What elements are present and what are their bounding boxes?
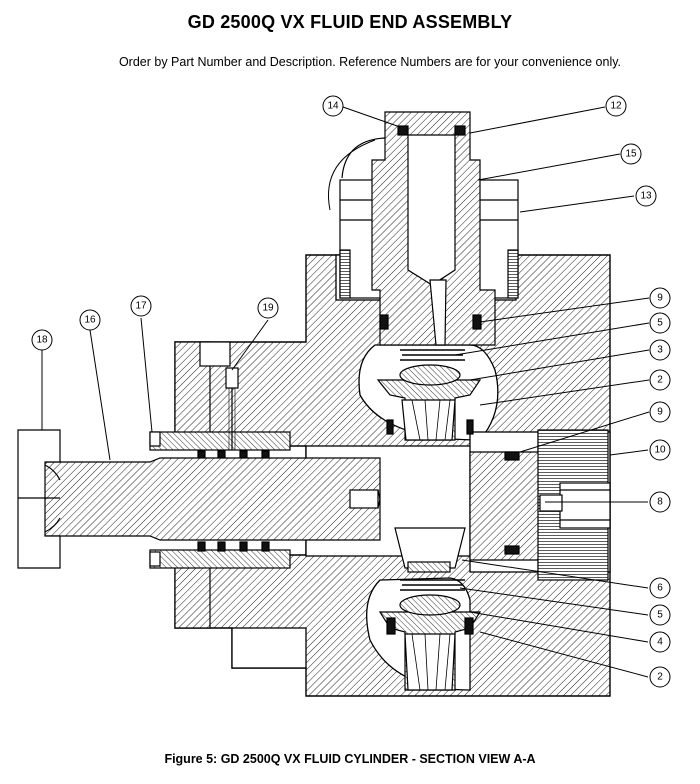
callout-6: 6 xyxy=(649,577,671,599)
svg-text:16: 16 xyxy=(84,315,96,326)
svg-text:9: 9 xyxy=(657,407,663,418)
svg-text:4: 4 xyxy=(657,637,663,648)
svg-text:2: 2 xyxy=(657,375,663,386)
svg-text:12: 12 xyxy=(610,101,622,112)
callout-leaders xyxy=(41,106,650,678)
svg-text:13: 13 xyxy=(640,191,652,202)
svg-text:5: 5 xyxy=(657,610,663,621)
callout-18: 18 xyxy=(31,329,53,351)
callout-13: 13 xyxy=(635,185,657,207)
callout-14: 14 xyxy=(322,95,344,117)
callout-2-upper: 2 xyxy=(649,369,671,391)
callout-8: 8 xyxy=(649,491,671,513)
callout-5-upper: 5 xyxy=(649,312,671,334)
suction-cover xyxy=(469,429,611,581)
svg-text:3: 3 xyxy=(657,345,663,356)
figure-caption: Figure 5: GD 2500Q VX FLUID CYLINDER - S… xyxy=(164,752,536,766)
svg-text:15: 15 xyxy=(625,149,637,160)
svg-text:10: 10 xyxy=(654,445,666,456)
svg-text:17: 17 xyxy=(135,301,147,312)
callout-2-lower: 2 xyxy=(649,666,671,688)
document-title: GD 2500Q VX FLUID END ASSEMBLY xyxy=(187,12,513,32)
callout-5-lower: 5 xyxy=(649,604,671,626)
svg-text:2: 2 xyxy=(657,672,663,683)
callout-9-upper: 9 xyxy=(649,287,671,309)
lower-valve xyxy=(378,527,482,691)
svg-text:9: 9 xyxy=(657,293,663,304)
callout-15: 15 xyxy=(620,143,642,165)
callout-19: 19 xyxy=(257,297,279,319)
svg-text:5: 5 xyxy=(657,318,663,329)
svg-text:14: 14 xyxy=(327,101,339,112)
svg-text:18: 18 xyxy=(36,335,48,346)
svg-text:8: 8 xyxy=(657,497,663,508)
discharge-cover-assembly xyxy=(328,111,519,346)
callout-17: 17 xyxy=(130,295,152,317)
callout-bubbles: 14 12 15 13 9 5 3 2 9 10 8 6 5 4 2 18 16… xyxy=(31,95,671,688)
upper-valve xyxy=(376,349,482,441)
plunger-assembly xyxy=(17,341,381,629)
callout-16: 16 xyxy=(79,309,101,331)
svg-text:6: 6 xyxy=(657,583,663,594)
svg-text:19: 19 xyxy=(262,303,274,314)
callout-3: 3 xyxy=(649,339,671,361)
callout-4: 4 xyxy=(649,631,671,653)
callout-12: 12 xyxy=(605,95,627,117)
callout-10: 10 xyxy=(649,439,671,461)
ordering-instruction: Order by Part Number and Description. Re… xyxy=(118,55,622,69)
callout-9-lower: 9 xyxy=(649,401,671,423)
